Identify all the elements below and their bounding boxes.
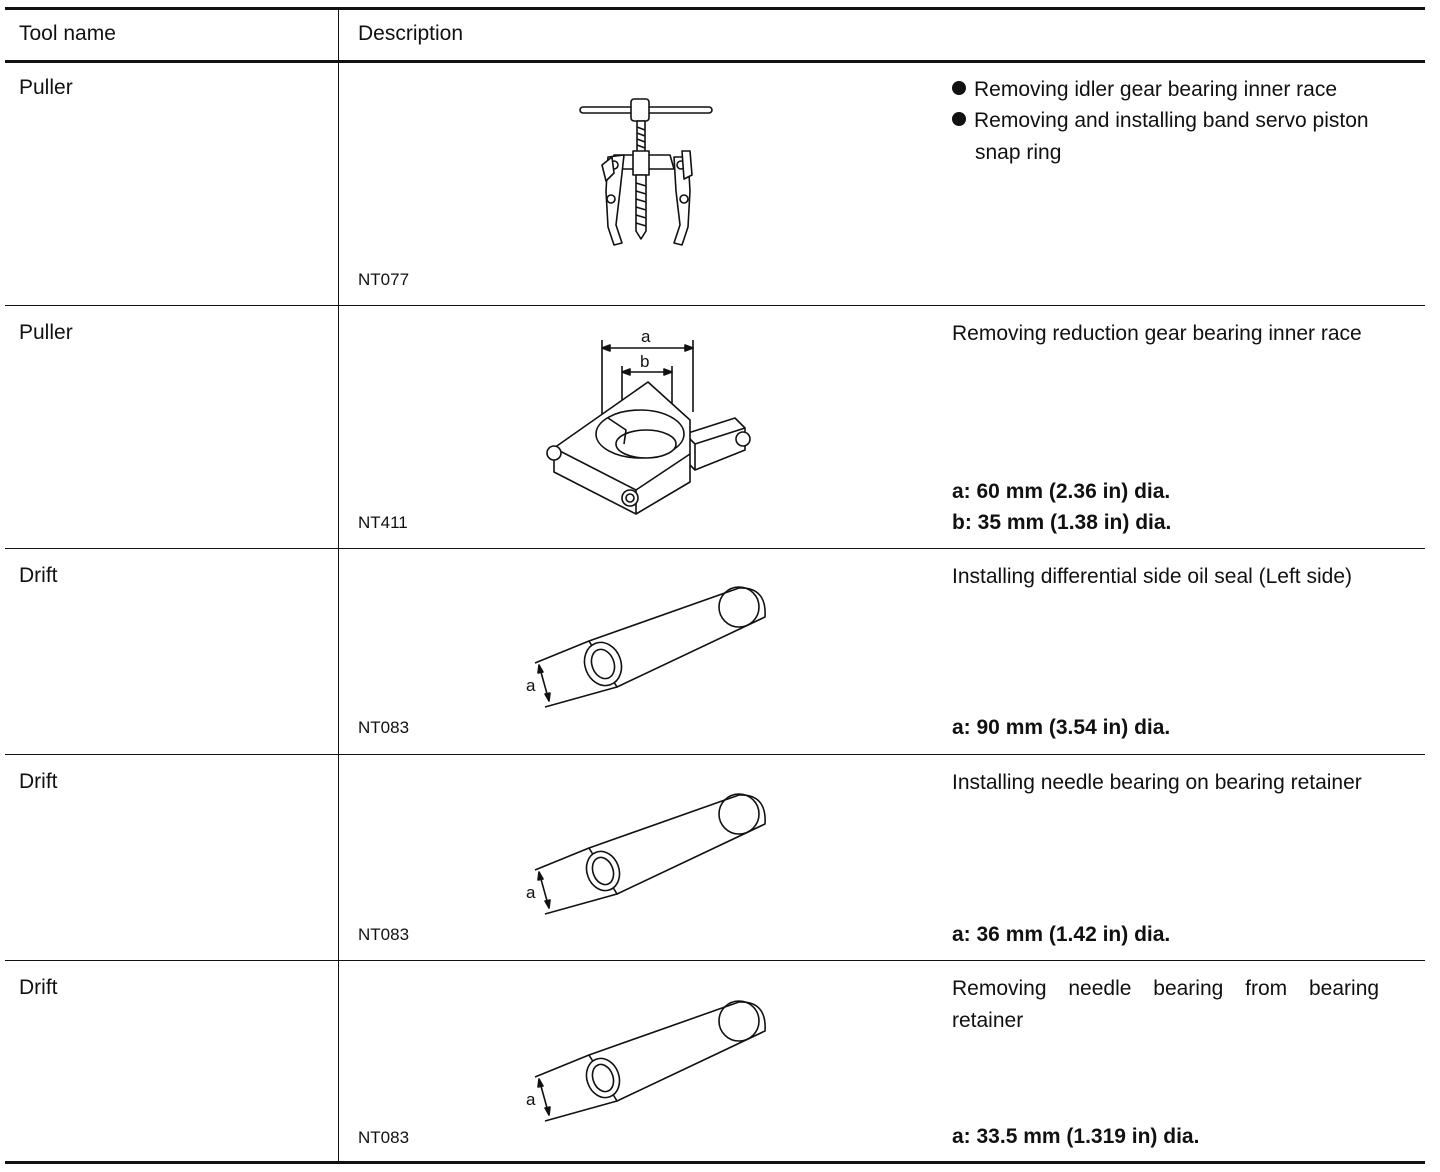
bearing-splitter-illustration: a b <box>546 327 751 515</box>
use-item-continued: retainer <box>952 1009 1024 1032</box>
header-bottom-rule <box>5 60 1425 63</box>
drift-illustration: a <box>526 793 766 915</box>
two-jaw-puller-illustration <box>579 98 713 246</box>
dimension-label-a: a <box>526 676 536 695</box>
tool-code: NT077 <box>358 270 410 289</box>
tool-name: Drift <box>19 564 58 587</box>
use-item: Installing needle bearing on bearing ret… <box>952 771 1362 794</box>
tool-name: Puller <box>19 76 73 99</box>
tool-code: NT083 <box>358 1128 410 1147</box>
spec-line: a: 60 mm (2.36 in) dia. <box>952 480 1171 503</box>
use-item: Removing reduction gear bearing inner ra… <box>952 322 1362 345</box>
bullet-icon <box>952 81 966 95</box>
use-item: Removing idler gear bearing inner race <box>952 77 1337 103</box>
drift-illustration: a <box>526 1000 766 1122</box>
tool-code: NT083 <box>358 718 410 737</box>
header-description: Description <box>358 22 464 45</box>
tool-name: Puller <box>19 321 73 344</box>
spec-line: a: 90 mm (3.54 in) dia. <box>952 716 1171 739</box>
row-divider <box>5 548 1425 549</box>
dimension-label-a: a <box>641 327 651 346</box>
row-divider <box>5 305 1425 306</box>
dimension-label-a: a <box>526 1090 536 1109</box>
dimension-label-a: a <box>526 883 536 902</box>
spec-line: a: 33.5 mm (1.319 in) dia. <box>952 1125 1200 1148</box>
use-item-continued: snap ring <box>975 141 1062 164</box>
table-bottom-rule <box>5 1161 1425 1164</box>
row-divider <box>5 960 1425 961</box>
tool-code: NT411 <box>358 513 408 532</box>
tool-name: Drift <box>19 770 58 793</box>
table-top-rule <box>5 7 1425 10</box>
use-item: Removing needle bearing from bearing <box>952 977 1380 1000</box>
column-divider <box>338 8 339 1162</box>
bullet-icon <box>952 112 966 126</box>
tool-name: Drift <box>19 976 58 999</box>
header-tool-name: Tool name <box>19 22 116 45</box>
spec-line: a: 36 mm (1.42 in) dia. <box>952 923 1171 946</box>
drift-illustration: a <box>526 586 766 708</box>
use-item: Removing and installing band servo pisto… <box>952 108 1369 134</box>
tool-code: NT083 <box>358 925 410 944</box>
row-divider <box>5 754 1425 755</box>
use-item: Installing differential side oil seal (L… <box>952 565 1352 588</box>
dimension-label-b: b <box>640 352 649 371</box>
spec-line: b: 35 mm (1.38 in) dia. <box>952 511 1172 534</box>
